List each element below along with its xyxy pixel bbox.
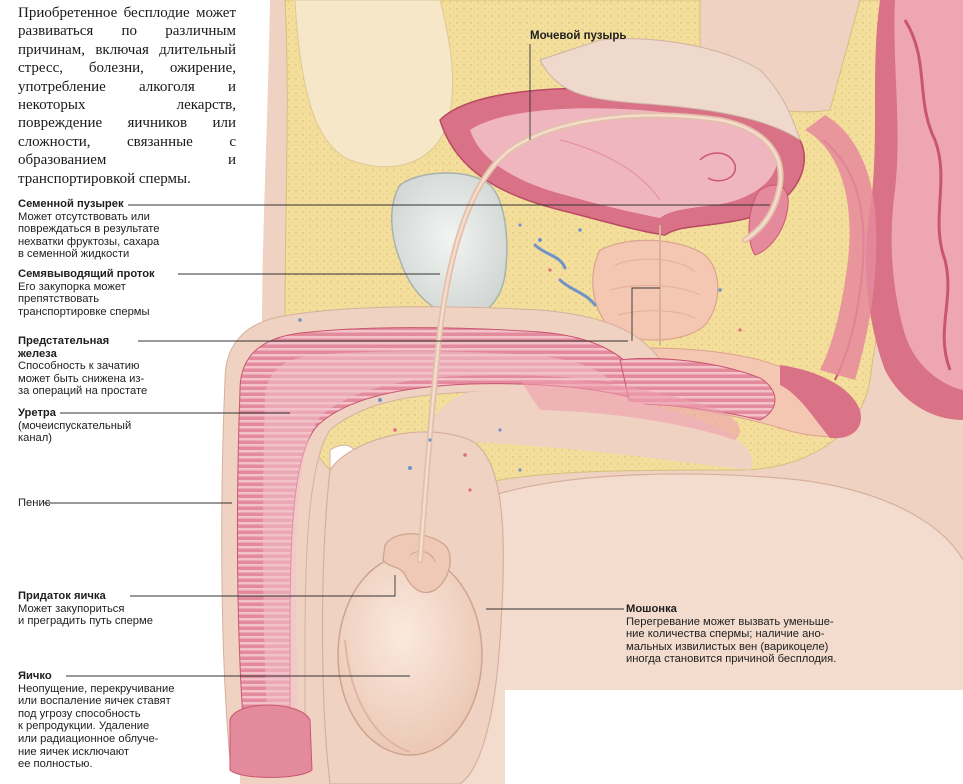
label-scrotum-title: Мошонка xyxy=(626,603,677,615)
pointer-lines xyxy=(44,44,770,677)
label-bladder: Мочевой пузырь xyxy=(530,30,626,42)
label-vas-deferens-line: транспортировке спермы xyxy=(18,305,150,318)
scattered-vessels xyxy=(298,223,742,492)
label-testis-line: или радиационное облуче- xyxy=(18,732,159,745)
label-urethra-title: Уретра xyxy=(18,407,56,419)
label-bladder-title: Мочевой пузырь xyxy=(530,30,627,42)
label-epididymis: Придаток яичка Может закупориться и прег… xyxy=(18,590,218,628)
penis-body xyxy=(221,306,776,778)
label-seminal-vesicle-line: Может отсутствовать или xyxy=(18,210,150,223)
label-vas-deferens: Семявыводящий проток Его закупорка может… xyxy=(18,268,218,318)
label-vas-deferens-line: препятствовать xyxy=(18,293,100,306)
label-testis-line: ее полностью. xyxy=(18,758,93,771)
intro-paragraph: Приобретенное бесплодие может развиватьс… xyxy=(18,5,236,187)
seminal-vesicle xyxy=(391,172,508,319)
label-scrotum-line: иногда становится причиной бесплодия. xyxy=(626,653,837,666)
label-testis-line: к репродукции. Удаление xyxy=(18,720,150,733)
label-testis-line: или воспаление яичек ставят xyxy=(18,695,171,708)
label-seminal-vesicle: Семенной пузырек Может отсутствовать или… xyxy=(18,198,218,261)
label-vas-deferens-line: Его закупорка может xyxy=(18,280,126,293)
testis-shade xyxy=(344,639,411,753)
label-epididymis-title: Придаток яичка xyxy=(18,590,106,602)
label-prostate-title: Предстательная xyxy=(18,335,110,347)
label-prostate-line: за операций на простате xyxy=(18,385,148,398)
label-testis-line: ние яичек исключают xyxy=(18,745,129,758)
label-prostate-title: железа xyxy=(18,347,57,360)
label-urethra-line: канал) xyxy=(18,432,53,445)
pointer-epididymis xyxy=(130,575,396,597)
label-penis-title: Пенис xyxy=(18,497,51,509)
label-testis-line: под угрозу способность xyxy=(18,707,141,720)
label-seminal-vesicle-line: в семенной жидкости xyxy=(18,248,130,261)
label-testis: Яичко Неопущение, перекручивание или вос… xyxy=(18,670,228,771)
label-epididymis-line: Может закупориться xyxy=(18,602,125,615)
label-testis-title: Яичко xyxy=(18,670,52,682)
label-penis: Пенис xyxy=(18,497,98,510)
label-urethra: Уретра (мочеиспускательный канал) xyxy=(18,407,218,445)
label-vas-deferens-title: Семявыводящий проток xyxy=(18,268,155,280)
label-scrotum-line: ние количества спермы; наличие ано- xyxy=(626,628,825,641)
pointer-prostate-up xyxy=(631,287,660,341)
rectum xyxy=(805,0,963,420)
label-scrotum-line: мальных извилистых вен (варикоцеле) xyxy=(626,640,829,653)
prostate-gland xyxy=(592,225,719,345)
urethra-bulb-red xyxy=(780,365,861,439)
label-seminal-vesicle-line: нехватки фруктозы, сахара xyxy=(18,235,160,248)
label-prostate-line: может быть снижена из- xyxy=(18,372,145,385)
testis xyxy=(337,554,483,756)
bladder xyxy=(439,38,805,236)
pubic-bone xyxy=(294,0,454,168)
label-testis-line: Неопущение, перекручивание xyxy=(18,682,175,695)
label-seminal-vesicle-title: Семенной пузырек xyxy=(18,198,124,210)
label-urethra-line: (мочеиспускательный xyxy=(18,419,132,432)
label-scrotum-line: Перегревание может вызвать уменьше- xyxy=(626,615,834,628)
label-prostate-line: Способность к зачатию xyxy=(18,360,140,373)
label-epididymis-line: и преградить путь сперме xyxy=(18,615,153,628)
label-prostate: Предстательная железа Способность к зача… xyxy=(18,335,218,398)
label-scrotum: Мошонка Перегревание может вызвать умень… xyxy=(626,603,886,666)
label-seminal-vesicle-line: повреждаться в результате xyxy=(18,223,160,236)
